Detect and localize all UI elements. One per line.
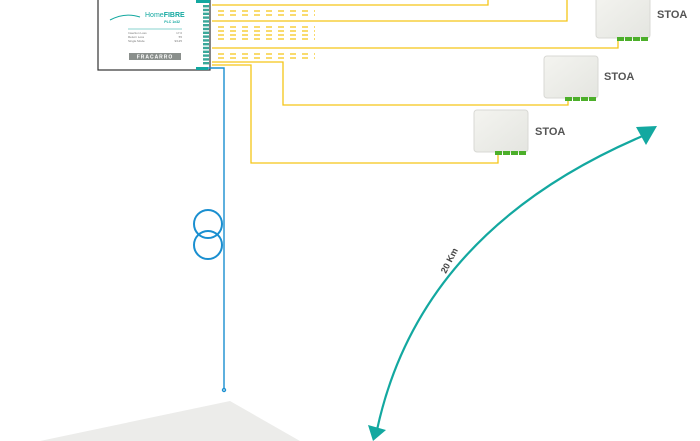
device-swoosh xyxy=(109,14,141,21)
spec-value: 9/125 xyxy=(174,39,182,43)
distance-label: 20 Km xyxy=(439,246,460,275)
building-roof xyxy=(40,401,300,441)
device-port xyxy=(203,50,209,53)
stoa-box-1[interactable]: STOA xyxy=(595,0,687,41)
device-port xyxy=(203,8,209,12)
feeder-line xyxy=(208,67,227,393)
device-port xyxy=(203,16,209,19)
device-brand-suffix: FIBRE xyxy=(164,12,185,19)
device-port xyxy=(203,58,209,61)
device-port xyxy=(203,62,209,65)
svg-text:HomeFIBRE: HomeFIBRE xyxy=(145,12,185,19)
device-port xyxy=(203,5,209,8)
splitter-device[interactable]: HomeFIBRE PLC 1x32 Insertion Loss 17.0 R… xyxy=(97,0,211,71)
fiber-line xyxy=(212,0,568,22)
device-brand-prefix: Home xyxy=(145,12,164,19)
stoa-box-3[interactable]: STOA xyxy=(473,109,565,155)
stoa-label: STOA xyxy=(535,126,565,138)
stoa-label: STOA xyxy=(604,71,634,83)
spec-value: 17.0 xyxy=(176,31,182,35)
fiber-line xyxy=(212,41,619,49)
distance-arrow: 20 Km xyxy=(368,126,657,441)
device-port xyxy=(203,35,209,38)
device-port xyxy=(203,43,209,46)
fiber-drop-lines xyxy=(212,0,619,164)
arrow-head-bottom xyxy=(368,425,386,441)
device-port xyxy=(203,54,209,57)
spec-label: Return Loss xyxy=(128,35,145,39)
dashed-fiber-rows xyxy=(218,10,315,59)
transformer-icon xyxy=(193,209,223,260)
device-port xyxy=(203,46,209,50)
fiber-line xyxy=(212,0,489,6)
device-port xyxy=(203,24,209,27)
fiber-line xyxy=(212,64,499,164)
device-port xyxy=(203,39,209,42)
device-port xyxy=(203,31,209,34)
spec-value: 55 xyxy=(179,35,183,39)
device-port xyxy=(203,20,209,23)
device-port xyxy=(203,12,209,15)
arrow-head-top xyxy=(636,126,657,145)
device-ports xyxy=(203,5,209,65)
device-logo xyxy=(129,53,181,60)
spec-label: Insertion Loss xyxy=(128,31,147,35)
stoa-box-2[interactable]: STOA xyxy=(543,55,634,101)
stoa-label: STOA xyxy=(657,9,687,21)
spec-label: Single Mode xyxy=(128,39,145,43)
device-logo-text: FRACARRO xyxy=(137,55,174,61)
fiber-line xyxy=(212,61,569,106)
device-port xyxy=(203,27,209,31)
device-model: PLC 1x32 xyxy=(164,20,180,24)
